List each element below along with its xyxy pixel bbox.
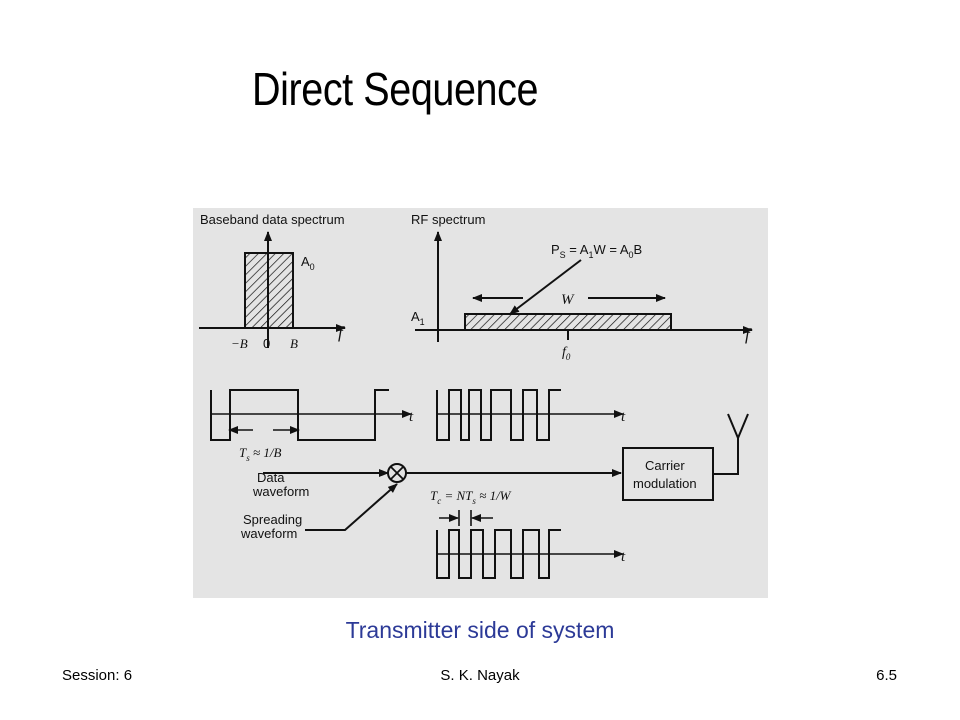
spreading-label-2: waveform	[240, 526, 297, 541]
center-freq-label: f0	[562, 345, 571, 362]
carrier-label-1: Carrier	[645, 458, 685, 473]
rf-f-label: f	[745, 325, 752, 344]
baseband-rect	[244, 252, 294, 329]
tc-label: Tc = NTs ≈ 1/W	[430, 488, 512, 506]
ps-pointer-arrow	[509, 259, 582, 315]
slide-title: Direct Sequence	[252, 63, 539, 115]
antenna-icon	[727, 413, 749, 441]
footer-author: S. K. Nayak	[440, 667, 520, 684]
carrier-label-2: modulation	[633, 476, 697, 491]
ts-label: Ts ≈ 1/B	[239, 445, 281, 463]
data-waveform	[210, 389, 389, 441]
rf-amplitude-label: A1	[411, 309, 425, 327]
antenna-feed	[713, 438, 739, 475]
bandwidth-label: W	[561, 292, 575, 308]
footer-session: Session: 6	[62, 667, 133, 684]
carrier-modulation-block	[622, 447, 714, 501]
baseband-amplitude-label: A0	[301, 254, 315, 272]
spreading-input-arrow	[305, 483, 398, 531]
data-t-label: t	[409, 409, 414, 425]
baseband-f-label: f	[338, 323, 345, 342]
footer-page-number: 6.5	[876, 667, 897, 684]
tick-neg-b: −B	[231, 336, 248, 351]
rf-spectrum-label: RF spectrum	[411, 212, 485, 227]
multiplier-cross-b	[390, 466, 404, 480]
transmitter-diagram: Baseband data spectrum A0 f −B 0 B RF sp…	[193, 208, 768, 598]
tick-b: B	[290, 336, 298, 351]
spreading-waveform	[436, 529, 561, 579]
spreading-label-1: Spreading	[243, 512, 302, 527]
rf-spread-rect	[464, 313, 672, 331]
spread-data-waveform	[436, 389, 561, 441]
data-label-2: waveform	[252, 484, 309, 499]
ps-formula: PS = A1W = A0B	[551, 242, 642, 260]
figure-caption: Transmitter side of system	[345, 617, 615, 643]
tick-zero: 0	[263, 336, 270, 351]
spreading-t-label: t	[621, 549, 626, 565]
diagram-canvas: Baseband data spectrum A0 f −B 0 B RF sp…	[199, 212, 753, 579]
baseband-spectrum-label: Baseband data spectrum	[200, 212, 345, 227]
spread-t-label: t	[621, 409, 626, 425]
